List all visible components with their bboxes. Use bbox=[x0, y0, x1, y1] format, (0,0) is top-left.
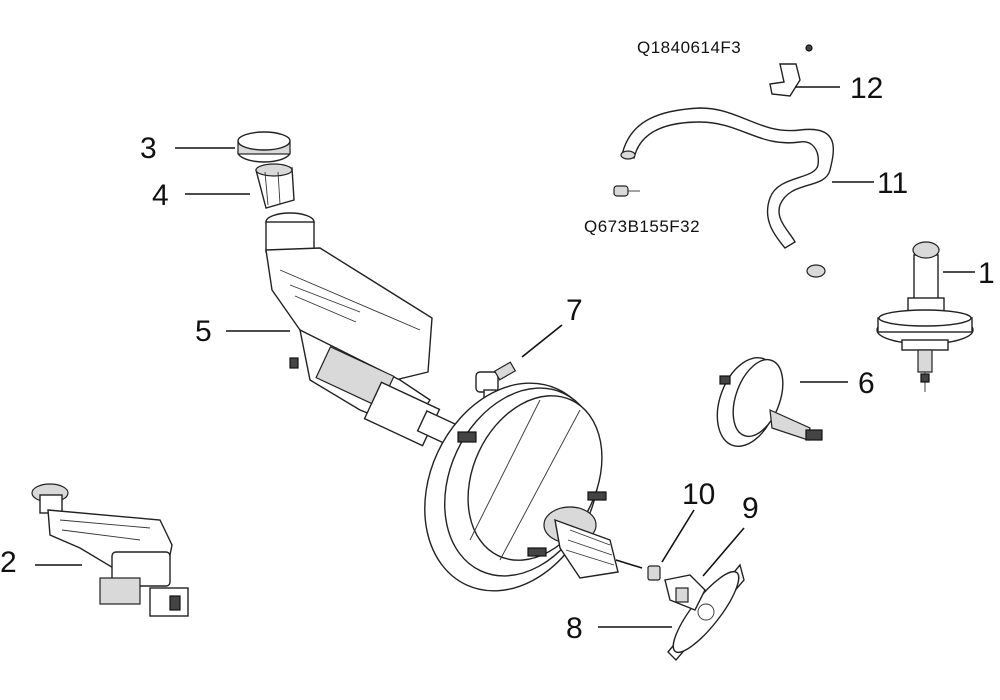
vacuum-booster-part bbox=[424, 382, 643, 592]
leader-line-10 bbox=[661, 509, 695, 563]
callout-9: 9 bbox=[742, 492, 759, 525]
callout-2: 2 bbox=[0, 546, 17, 579]
callout-6: 6 bbox=[858, 367, 875, 400]
part-code-top: Q1840614F3 bbox=[637, 38, 741, 57]
hex-nut-part bbox=[647, 565, 661, 581]
master-cylinder-part bbox=[289, 328, 472, 453]
callout-12: 12 bbox=[850, 72, 883, 105]
leader-line-7 bbox=[521, 324, 563, 358]
vacuum-hose-part bbox=[620, 107, 834, 249]
booster-side-view-part bbox=[876, 241, 974, 392]
callout-11: 11 bbox=[877, 167, 908, 200]
small-clamp-part bbox=[613, 185, 640, 197]
brake-fluid-reservoir-part bbox=[265, 212, 433, 381]
callout-1: 1 bbox=[978, 257, 995, 290]
callout-7: 7 bbox=[566, 294, 583, 327]
callout-4: 4 bbox=[152, 179, 169, 212]
master-cylinder-assembly-small-part bbox=[31, 483, 189, 617]
booster-iso-view-part bbox=[716, 357, 823, 447]
clevis-bracket-part bbox=[664, 574, 706, 611]
leader-line-9 bbox=[702, 527, 745, 577]
hose-clip-bracket-part bbox=[769, 44, 813, 97]
callout-5: 5 bbox=[195, 315, 212, 348]
hose-clamp-lower-part bbox=[806, 264, 826, 278]
callout-3: 3 bbox=[140, 132, 157, 165]
reservoir-cap-part bbox=[237, 131, 291, 163]
strainer-filter-part bbox=[255, 163, 295, 209]
callout-8: 8 bbox=[566, 612, 583, 645]
part-code-mid: Q673B155F32 bbox=[584, 217, 700, 236]
callout-10: 10 bbox=[682, 478, 715, 511]
